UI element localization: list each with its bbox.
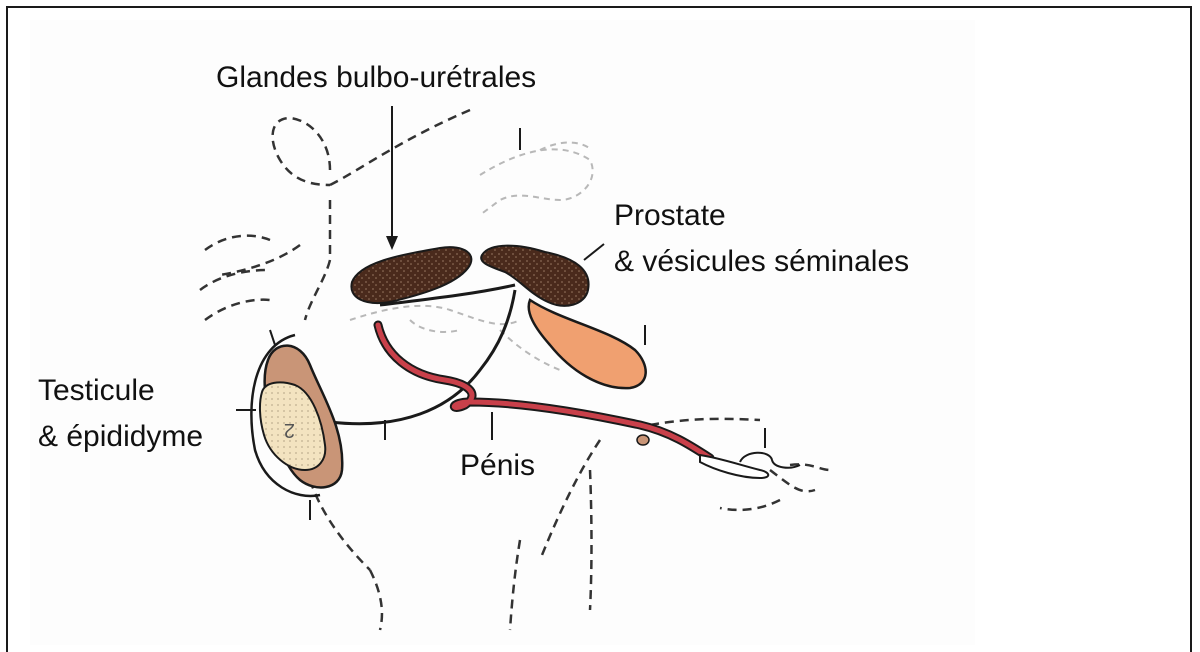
penis-tube (378, 325, 710, 458)
prostate-gland (481, 246, 588, 306)
label-penis: Pénis (460, 446, 535, 486)
label-seminal-vesicles: & vésicules séminales (614, 242, 909, 282)
testis-marker: 2 (284, 419, 295, 441)
penis-tube-fill (378, 325, 710, 458)
label-epididymis: & épididyme (38, 417, 203, 457)
glans (700, 455, 768, 478)
seminal-vesicle (529, 300, 646, 388)
label-testis: Testicule (38, 371, 155, 411)
label-prostate: Prostate (614, 196, 726, 236)
label-bulbourethral-glands: Glandes bulbo-urétrales (216, 58, 536, 98)
small-gland (637, 435, 649, 445)
